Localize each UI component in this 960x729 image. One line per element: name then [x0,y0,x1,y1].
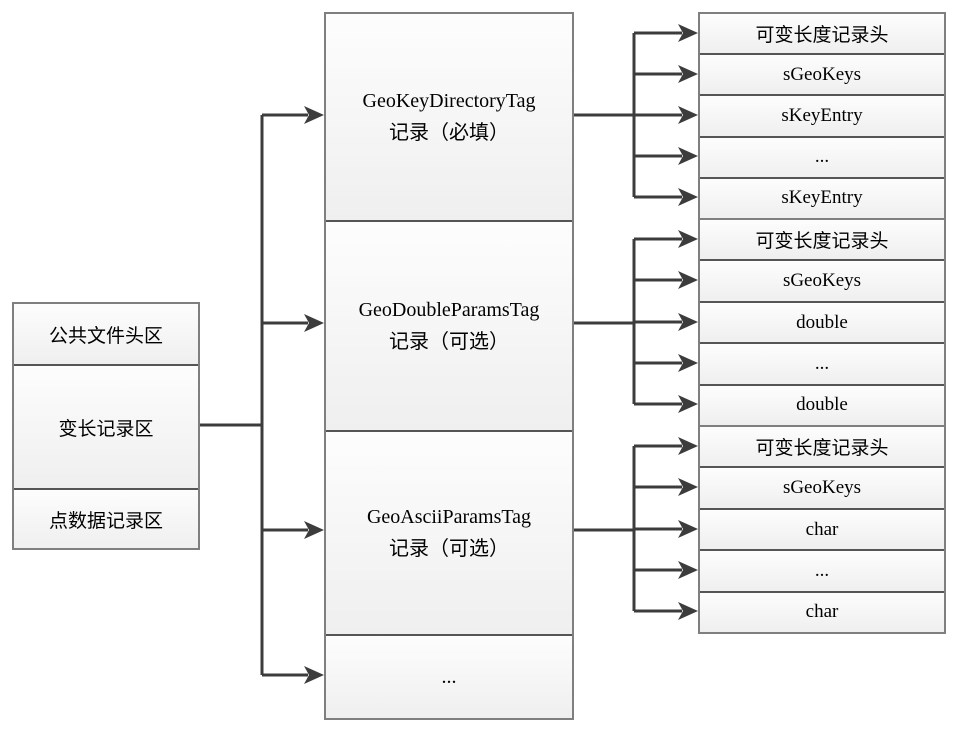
field-row: sGeoKeys [700,466,944,508]
geodoubleparams-fields-stack: 可变长度记录头 sGeoKeys double ... double [698,218,946,427]
field-row: char [700,507,944,550]
record-tag-name: GeoDoubleParamsTag [358,299,540,321]
field-label: char [805,601,839,623]
field-row: 可变长度记录头 [700,220,944,260]
field-label: 可变长度记录头 [755,438,889,460]
section-label: 变长记录区 [58,418,154,440]
record-ellipsis: ... [326,634,572,718]
field-label: char [805,518,839,540]
record-geoasciiparamstag: GeoAsciiParamsTag 记录（可选） [326,430,572,634]
field-row: sGeoKeys [700,53,944,95]
record-tag-note: 记录（必填） [389,122,509,144]
record-geokeydirectorytag: GeoKeyDirectoryTag 记录（必填） [326,14,572,220]
geotag-records-box: GeoKeyDirectoryTag 记录（必填） GeoDoubleParam… [324,12,574,720]
section-label: 点数据记录区 [48,510,163,532]
field-label: double [796,311,848,333]
section-variable-length-records: 变长记录区 [14,364,198,488]
record-tag-note: 记录（可选） [389,538,509,560]
field-row: ... [700,549,944,591]
las-file-structure-box: 公共文件头区 变长记录区 点数据记录区 [12,302,200,550]
section-label: 公共文件头区 [48,325,163,347]
field-label: 可变长度记录头 [755,25,889,47]
field-label: sGeoKeys [782,270,862,292]
field-label: double [796,394,848,416]
field-row: sKeyEntry [700,94,944,136]
field-label: ... [814,146,830,168]
record-tag-name: GeoAsciiParamsTag [366,506,532,528]
section-point-data-records: 点数据记录区 [14,488,198,548]
field-row: sKeyEntry [700,176,944,219]
section-public-header: 公共文件头区 [14,304,198,364]
field-row: ... [700,342,944,384]
field-row: ... [700,135,944,177]
field-label: 可变长度记录头 [755,231,889,253]
field-row: sGeoKeys [700,259,944,301]
geoasciiparams-fields-stack: 可变长度记录头 sGeoKeys char ... char [698,425,946,634]
field-label: sKeyEntry [781,105,863,126]
record-geodoubleparamstag: GeoDoubleParamsTag 记录（可选） [326,220,572,430]
record-tag-name: GeoKeyDirectoryTag [362,90,536,112]
field-row: 可变长度记录头 [700,427,944,467]
record-tag-note: 记录（可选） [389,331,509,353]
field-label: sKeyEntry [781,187,863,209]
field-label: ... [814,352,830,374]
field-row: double [700,383,944,426]
field-label: ... [814,559,830,581]
field-row: 可变长度记录头 [700,14,944,54]
field-label: sGeoKeys [782,477,862,499]
field-label: sGeoKeys [782,63,862,85]
geokeydirectory-fields-stack: 可变长度记录头 sGeoKeys sKeyEntry ... sKeyEntry [698,12,946,220]
field-row: char [700,590,944,633]
record-tag-name: ... [441,666,457,688]
field-row: double [700,300,944,343]
